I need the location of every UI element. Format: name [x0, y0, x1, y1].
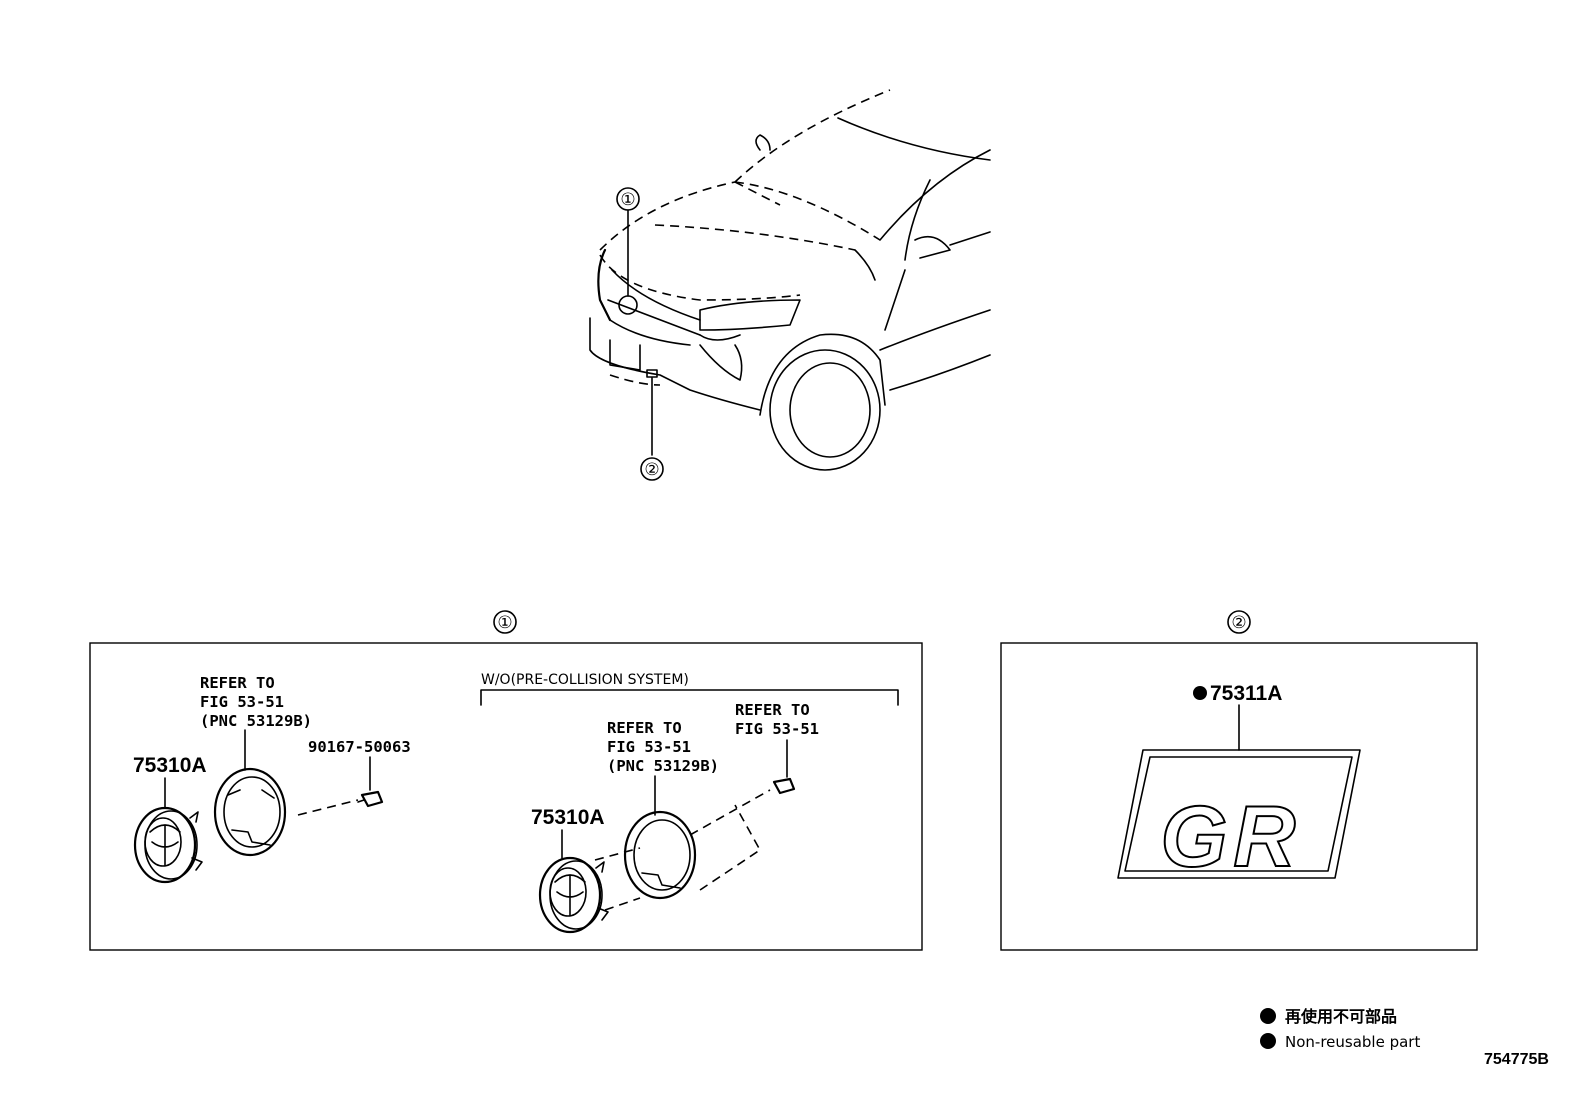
- refer-c-line2: FIG 53-51: [735, 720, 819, 738]
- emblem-b-drawing: [538, 856, 609, 934]
- refer-a-line1: REFER TO: [200, 674, 275, 692]
- refer-b-line3: (PNC 53129B): [607, 757, 719, 775]
- refer-b-line1: REFER TO: [607, 719, 682, 737]
- subgroup-label: W/O(PRE-COLLISION SYSTEM): [481, 672, 689, 688]
- panel-1-header: ①: [493, 610, 517, 634]
- vehicle-illustration: [589, 89, 991, 471]
- refer-c-line1: REFER TO: [735, 701, 810, 719]
- part-number-emblem-b: 75310A: [531, 806, 605, 829]
- dashed-link-a: [297, 799, 359, 816]
- callout-1-vehicle: ①: [616, 187, 640, 297]
- bracket-a-drawing: [213, 767, 287, 857]
- figure-id: 754775B: [1484, 1051, 1549, 1068]
- screw-a-drawing: [357, 790, 384, 808]
- dashed-links-b: [594, 789, 771, 911]
- legend-bullet-en: [1260, 1033, 1276, 1049]
- refer-b-line2: FIG 53-51: [607, 738, 691, 756]
- bracket-b-drawing: [623, 810, 697, 900]
- callout-2-label: ②: [644, 460, 659, 480]
- panel-2-frame: [1000, 642, 1478, 951]
- legend-en: Non-reusable part: [1285, 1033, 1420, 1051]
- callout-2-vehicle: ②: [640, 377, 664, 481]
- gr-emblem-text: GR: [1161, 789, 1302, 885]
- legend-bullet-jp: [1260, 1008, 1276, 1024]
- callout-1-label: ①: [620, 190, 635, 210]
- panel-1-callout: ①: [497, 613, 512, 633]
- panel-1-frame: [89, 642, 923, 951]
- emblem-a-drawing: [133, 806, 203, 884]
- part-number-emblem-a: 75310A: [133, 754, 207, 777]
- screw-b-drawing: [772, 777, 796, 795]
- part-number-gr: 75311A: [1210, 682, 1282, 705]
- refer-a-line3: (PNC 53129B): [200, 712, 312, 730]
- legend: 再使用不可部品 Non-reusable part: [1260, 1007, 1420, 1051]
- non-reusable-mark: [1193, 686, 1207, 700]
- panel-2-header: ②: [1227, 610, 1251, 634]
- refer-a-line2: FIG 53-51: [200, 693, 284, 711]
- subgroup-bracket: [480, 689, 899, 706]
- part-number-screw: 90167-50063: [308, 738, 411, 756]
- legend-jp: 再使用不可部品: [1285, 1007, 1397, 1026]
- panel-2-callout: ②: [1231, 613, 1246, 633]
- gr-emblem-drawing: GR: [1117, 749, 1361, 886]
